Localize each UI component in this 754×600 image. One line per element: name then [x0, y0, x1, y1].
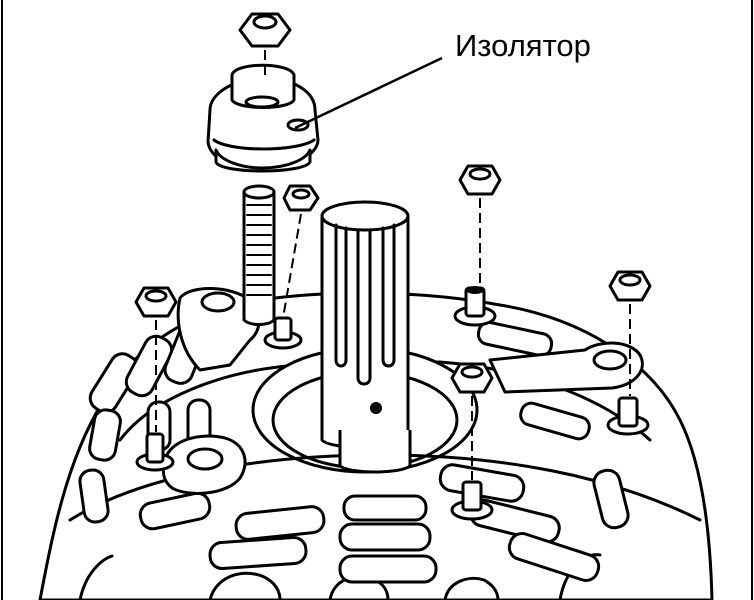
insulator-leader-line [294, 56, 443, 130]
terminal-nut [238, 12, 292, 48]
insulator-callout-label: Изолятор [455, 28, 591, 63]
alignment-lines [155, 50, 631, 480]
mounting-nut [450, 362, 494, 394]
rear-cover-bolt [606, 396, 650, 436]
rear-cover-bolt [453, 286, 497, 327]
ventilation-slots [78, 320, 630, 584]
insulator [206, 63, 320, 173]
mounting-nut [134, 286, 178, 318]
mounting-nut [458, 164, 502, 196]
rear-cover-bolt [135, 432, 175, 472]
rotor-shaft [320, 200, 412, 474]
rear-cover-bolt [263, 316, 303, 350]
rear-cover-bolt [450, 480, 494, 521]
mounting-nut [282, 184, 320, 212]
terminal-stud [242, 184, 276, 326]
mounting-nut [608, 270, 652, 302]
mounting-brackets [161, 287, 644, 495]
